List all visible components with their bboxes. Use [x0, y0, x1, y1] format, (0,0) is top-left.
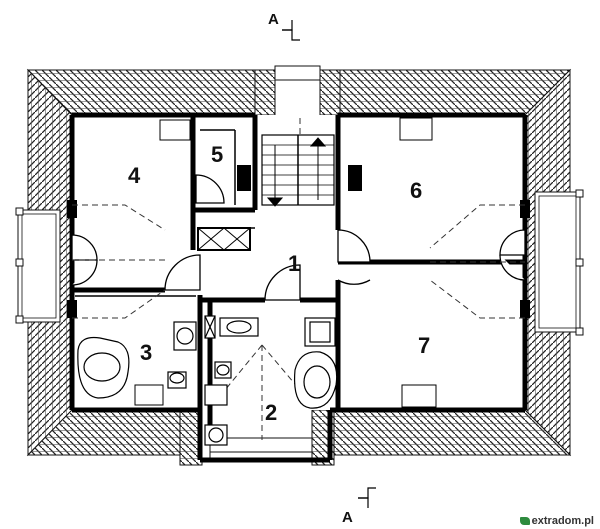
roof-slope-lines	[72, 118, 525, 440]
room-label-7: 7	[418, 333, 430, 358]
chimney	[197, 227, 251, 251]
room-label-1: 1	[288, 251, 300, 276]
gable-top-left	[254, 69, 276, 116]
section-marker-bottom: A	[342, 487, 376, 526]
skylights	[134, 117, 437, 408]
bathroom-fixtures	[77, 315, 338, 446]
room-label-4: 4	[128, 163, 141, 188]
section-marker-top: A	[268, 11, 300, 41]
watermark-text: extradom.pl	[531, 515, 594, 527]
svg-text:A: A	[342, 509, 353, 526]
room-label-6: 6	[410, 178, 422, 203]
doors	[71, 174, 526, 301]
gable-top-right	[319, 69, 341, 116]
bay-window-left	[15, 207, 61, 324]
staircase	[261, 134, 335, 207]
svg-text:A: A	[268, 11, 279, 28]
bay-window-right	[534, 189, 584, 336]
window-jambs	[67, 165, 530, 318]
room-labels: 1 2 3 4 5 6 7	[128, 142, 430, 425]
room-label-3: 3	[140, 340, 152, 365]
room-label-2: 2	[265, 400, 277, 425]
dormer-frames	[209, 65, 321, 461]
bidet-2	[204, 384, 228, 406]
leaf-logo-icon	[519, 517, 530, 525]
room-label-5: 5	[211, 142, 223, 167]
watermark: extradom.pl	[519, 515, 594, 527]
thin-partitions	[75, 129, 255, 411]
